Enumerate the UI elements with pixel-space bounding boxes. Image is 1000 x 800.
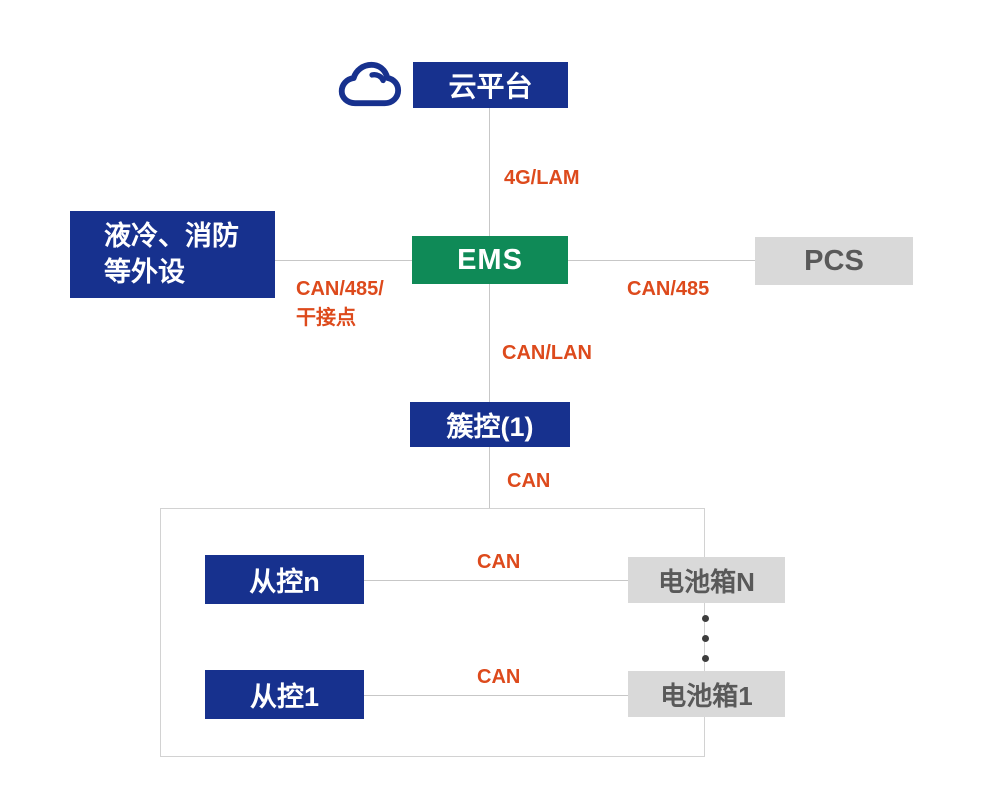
- edge-label-slave-n-battery-n: CAN: [477, 551, 521, 573]
- ellipsis-dot: [702, 655, 709, 662]
- ellipsis-dot: [702, 635, 709, 642]
- connector-ems-pcs: [568, 260, 755, 261]
- battery-box-1-label: 电池箱1: [660, 680, 753, 711]
- edge-label-peripherals-ems: CAN/485/ 干接点: [296, 278, 384, 329]
- cloud-platform-label: 云平台: [448, 71, 533, 102]
- slave-1-label: 从控1: [249, 682, 320, 712]
- edge-label-ems-cluster: CAN/LAN: [502, 342, 592, 364]
- connector-cluster-rack: [489, 447, 490, 508]
- peripherals-label: 液冷、消防 等外设: [104, 221, 239, 287]
- edge-label-cluster-rack: CAN: [507, 470, 551, 492]
- ellipsis-dot: [702, 615, 709, 622]
- node-slave-1: 从控1: [205, 670, 364, 719]
- node-cloud-platform: 云平台: [413, 62, 568, 108]
- slave-n-label: 从控n: [249, 567, 320, 597]
- edge-label-cloud-ems: 4G/LAM: [504, 167, 580, 189]
- battery-box-n-label: 电池箱N: [658, 566, 755, 597]
- connector-peripherals-ems: [275, 260, 412, 261]
- node-battery-box-n: 电池箱N: [628, 557, 785, 603]
- ems-label: EMS: [457, 243, 523, 276]
- cluster-controller-label: 簇控(1): [446, 412, 534, 442]
- node-cluster-controller: 簇控(1): [410, 402, 570, 447]
- battery-rack-frame: [160, 508, 705, 757]
- node-ems: EMS: [412, 236, 568, 284]
- node-battery-box-1: 电池箱1: [628, 671, 785, 717]
- connector-cloud-ems: [489, 108, 490, 237]
- connector-slave-1-battery-1: [364, 695, 628, 696]
- connector-slave-n-battery-n: [364, 580, 628, 581]
- cloud-icon: [338, 54, 404, 119]
- node-slave-n: 从控n: [205, 555, 364, 604]
- node-pcs: PCS: [755, 237, 913, 285]
- pcs-label: PCS: [804, 244, 864, 277]
- edge-label-slave-1-battery-1: CAN: [477, 666, 521, 688]
- node-peripherals: 液冷、消防 等外设: [70, 211, 275, 298]
- connector-ems-cluster: [489, 284, 490, 402]
- edge-label-ems-pcs: CAN/485: [627, 278, 710, 300]
